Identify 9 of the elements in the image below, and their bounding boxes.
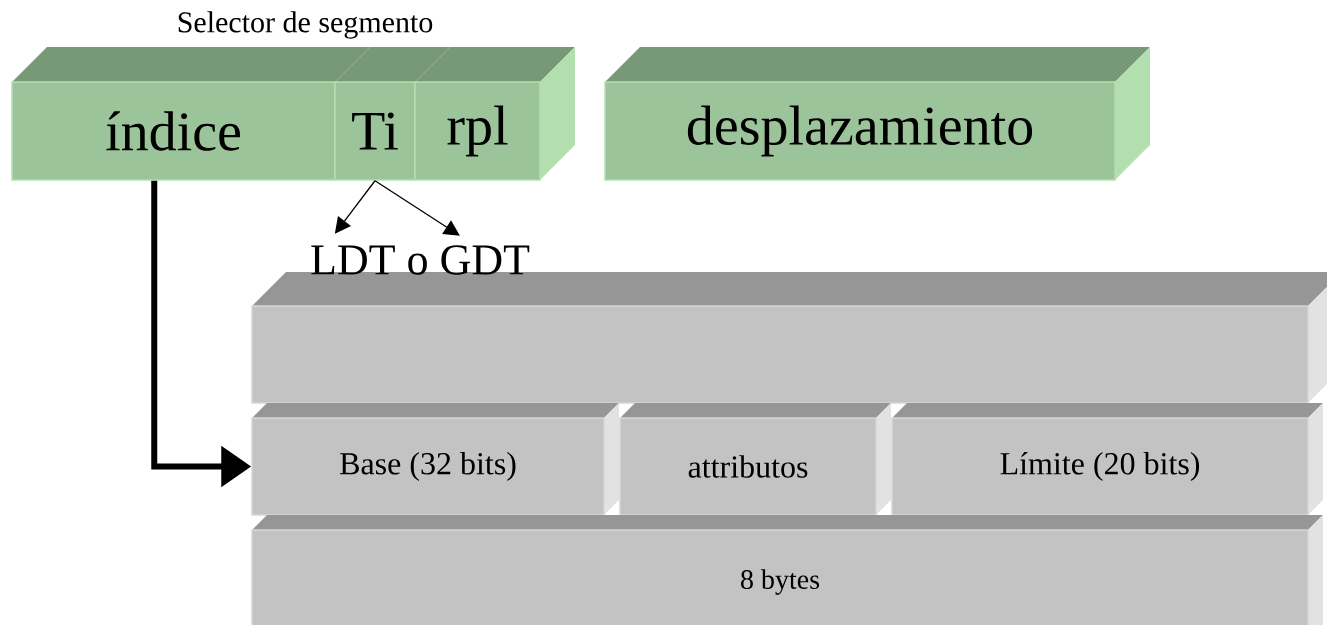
table-label: LDT o GDT bbox=[311, 245, 530, 275]
field-box: rpl bbox=[414, 47, 575, 181]
arrow bbox=[374, 180, 460, 236]
heading: Selector de segmento bbox=[178, 11, 433, 39]
descriptor-cell: Límite (20 bits) bbox=[891, 403, 1323, 516]
field-box: desplazamiento bbox=[604, 47, 1150, 181]
descriptor-cell: attributos bbox=[619, 403, 891, 516]
descriptor-cell: Base (32 bits) bbox=[251, 403, 619, 516]
descriptor-cell: 8 bytes bbox=[251, 515, 1323, 625]
